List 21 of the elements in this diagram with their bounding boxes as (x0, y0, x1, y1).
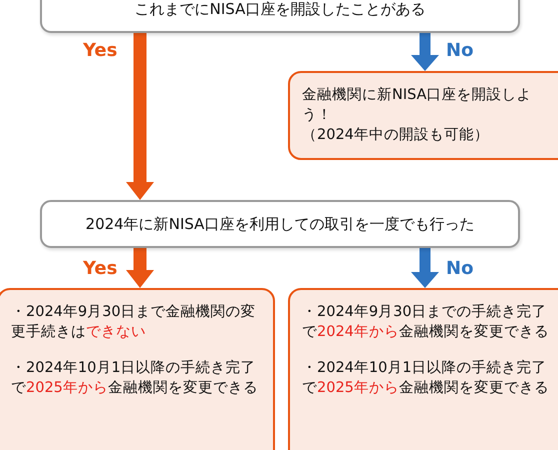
arrow (126, 33, 154, 200)
question-text: これまでにNISA口座を開設したことがある (134, 0, 426, 20)
edge-label: Yes (83, 40, 118, 62)
arrow (411, 33, 439, 71)
answer-text: 金融機関に新NISA口座を開設しよう！ (302, 86, 533, 125)
answer-text: ・2024年10月1日以降の手続き完了で2025年から金融機関を変更できる (11, 358, 259, 398)
answer-box (288, 288, 558, 450)
answer-box (0, 288, 275, 450)
answer-text: （2024年中の開設も可能） (302, 126, 490, 145)
edge-label: Yes (83, 258, 118, 280)
answer-box (288, 71, 558, 160)
edge-label: No (446, 40, 474, 62)
question-box (40, 0, 520, 33)
answer-text: ・2024年9月30日までの手続き完了で2024年から金融機関を変更できる (302, 302, 550, 342)
question-text: 2024年に新NISA口座を利用しての取引を一度でも行った (86, 214, 474, 234)
answer-text: ・2024年10月1日以降の手続き完了で2025年から金融機関を変更できる (302, 358, 550, 398)
answer-text: ・2024年9月30日まで金融機関の変更手続きはできない (11, 302, 257, 342)
question-box (40, 200, 520, 248)
arrow (126, 248, 154, 288)
arrow (411, 248, 439, 288)
edge-label: No (446, 258, 474, 280)
